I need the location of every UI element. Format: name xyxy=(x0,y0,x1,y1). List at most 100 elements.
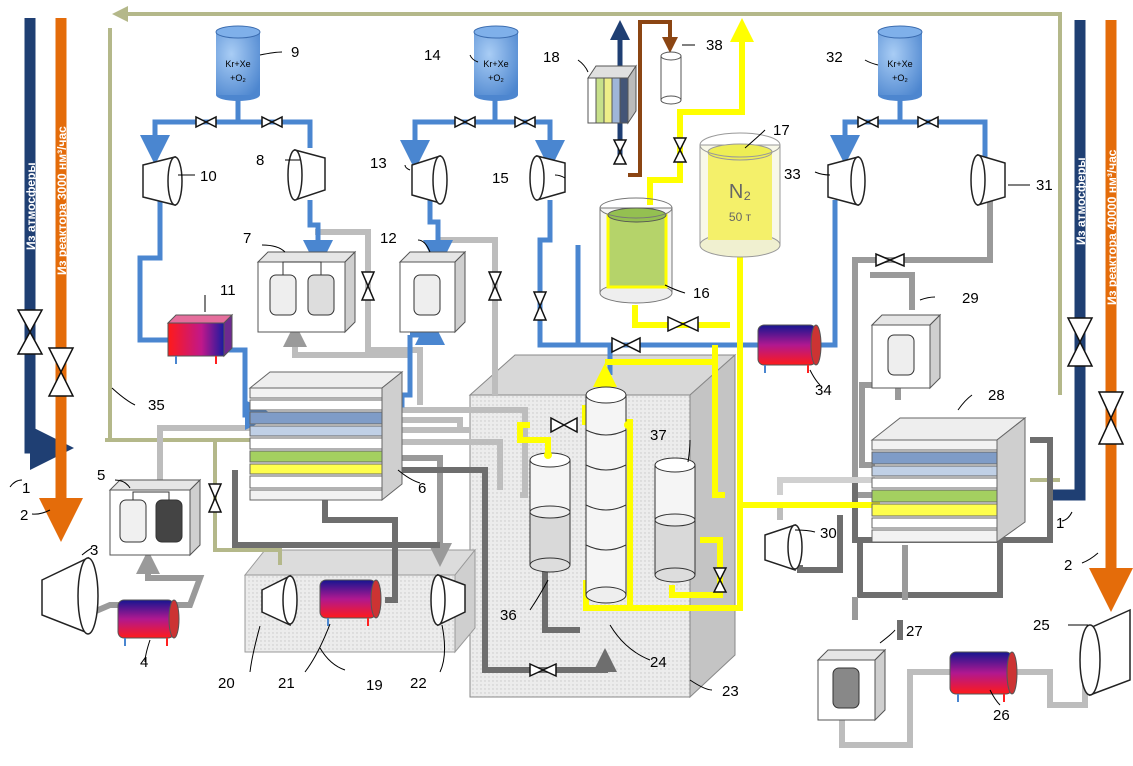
callout-3: 3 xyxy=(90,542,98,559)
n2-tank-formula: N₂ xyxy=(729,181,751,203)
callout-36: 36 xyxy=(500,607,517,624)
nitrogen-tank-17: N₂ 50 т xyxy=(699,132,781,258)
valve-right-reactor xyxy=(1097,391,1125,445)
gas-tank-9-line1: Kr+Xe xyxy=(225,59,250,69)
callout-16: 16 xyxy=(693,285,710,302)
plate-heat-exchanger-6 xyxy=(248,370,404,502)
callout-6: 6 xyxy=(418,480,426,497)
valve-right-atm xyxy=(1066,317,1094,367)
callout-25: 25 xyxy=(1033,617,1050,634)
valve-left-reactor xyxy=(47,347,75,397)
adsorber-29 xyxy=(870,313,942,390)
compressor-10 xyxy=(142,156,183,206)
heater-34 xyxy=(757,324,822,373)
callout-21: 21 xyxy=(278,675,295,692)
compressor-33 xyxy=(827,156,866,206)
callout-9: 9 xyxy=(291,44,299,61)
n2-tank-mass: 50 т xyxy=(729,210,752,224)
gas-tank-14-line1: Kr+Xe xyxy=(483,59,508,69)
callout-28: 28 xyxy=(988,387,1005,404)
gas-tank-32: Kr+Xe +O₂ xyxy=(877,25,923,101)
valve-14a xyxy=(454,115,476,129)
callout-8: 8 xyxy=(256,152,264,169)
compressor-icon xyxy=(41,149,1131,697)
leader-lines xyxy=(9,44,1099,706)
heater-21 xyxy=(319,579,382,626)
adsorber-7 xyxy=(256,250,357,334)
node-36-top xyxy=(544,451,552,459)
bowtie-valve-icon xyxy=(16,115,1125,678)
gas-tank-32-line2: +O₂ xyxy=(892,73,908,83)
callout-10: 10 xyxy=(200,168,217,185)
valve-left-atm xyxy=(16,309,44,355)
compressor-25 xyxy=(1079,608,1131,697)
compressor-3 xyxy=(41,556,99,635)
vessel-16 xyxy=(599,197,673,304)
vessel-38 xyxy=(660,51,682,105)
adsorber-12 xyxy=(398,250,467,334)
gas-tank-9: Kr+Xe +O₂ xyxy=(215,25,261,101)
callout-31: 31 xyxy=(1036,177,1053,194)
compressor-30 xyxy=(764,523,803,572)
left-atmosphere-inlet xyxy=(24,18,74,470)
callout-37: 37 xyxy=(650,427,667,444)
column-37 xyxy=(654,457,696,583)
callout-18: 18 xyxy=(543,49,560,66)
callout-1-left: 1 xyxy=(22,480,30,497)
callout-13: 13 xyxy=(370,155,387,172)
callout-19: 19 xyxy=(366,677,383,694)
filter-pack-18 xyxy=(587,64,637,125)
valve-34 xyxy=(611,336,641,354)
callout-12: 12 xyxy=(380,230,397,247)
valve-17 xyxy=(672,137,688,163)
left-atm-label: Из атмосферы xyxy=(24,162,38,250)
callout-22: 22 xyxy=(410,675,427,692)
callout-numbers: 1 2 3 4 5 6 7 8 9 10 11 12 13 14 15 16 1… xyxy=(20,37,1072,724)
callout-27: 27 xyxy=(906,623,923,640)
node-24-side xyxy=(624,421,632,429)
callout-30: 30 xyxy=(820,525,837,542)
callout-17: 17 xyxy=(773,122,790,139)
valve-12 xyxy=(487,271,503,301)
callout-34: 34 xyxy=(815,382,832,399)
gas-tank-9-line2: +O₂ xyxy=(230,73,246,83)
valve-24 xyxy=(550,416,578,434)
callout-29: 29 xyxy=(962,290,979,307)
callout-26: 26 xyxy=(993,707,1010,724)
right-atmosphere-inlet xyxy=(1050,20,1086,501)
adsorber-27 xyxy=(816,648,887,722)
gas-tank-14-line2: +O₂ xyxy=(488,73,504,83)
valve-9a xyxy=(195,115,217,129)
rectification-column-24 xyxy=(585,386,627,604)
callout-38: 38 xyxy=(706,37,723,54)
callout-2-right: 2 xyxy=(1064,557,1072,574)
compressor-22 xyxy=(430,573,466,627)
compressor-15 xyxy=(529,155,566,201)
valve-6 xyxy=(207,483,223,513)
valve-32b xyxy=(917,115,939,129)
adsorber-block-icon xyxy=(108,250,942,722)
gas-tank-14: Kr+Xe +O₂ xyxy=(473,25,519,101)
callout-33: 33 xyxy=(784,166,801,183)
heater-icon xyxy=(117,313,1018,702)
return-line-35 xyxy=(105,6,1062,565)
callout-23: 23 xyxy=(722,683,739,700)
callout-35: 35 xyxy=(148,397,165,414)
callout-24: 24 xyxy=(650,654,667,671)
valve-9b xyxy=(261,115,283,129)
right-reactor-label: Из реактора 40000 нм³/час xyxy=(1105,149,1119,305)
callout-7: 7 xyxy=(243,230,251,247)
callout-5: 5 xyxy=(97,467,105,484)
callout-15: 15 xyxy=(492,170,509,187)
callout-11: 11 xyxy=(220,282,236,299)
valve-37 xyxy=(712,567,728,593)
vent-line-38 xyxy=(628,20,678,177)
callout-2-left: 2 xyxy=(20,507,28,524)
heater-26 xyxy=(949,651,1018,702)
callout-1-right: 1 xyxy=(1056,515,1064,532)
heater-4 xyxy=(117,599,180,646)
compressor-8 xyxy=(287,149,326,202)
valve-23 xyxy=(529,662,557,678)
compressor-31 xyxy=(970,153,1006,207)
callout-20: 20 xyxy=(218,675,235,692)
